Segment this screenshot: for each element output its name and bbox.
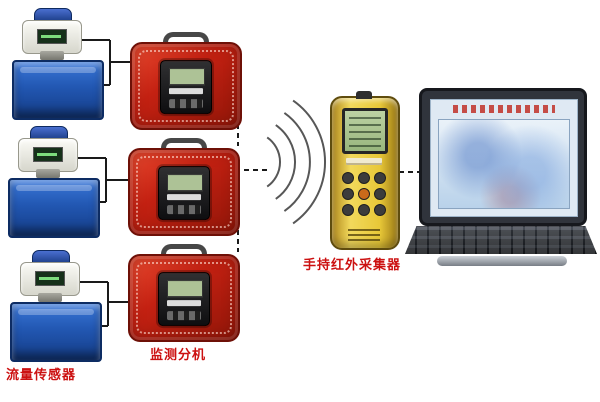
meter-display <box>35 271 65 286</box>
meter-flange <box>38 293 62 302</box>
signal-arc-3 <box>283 112 311 212</box>
monitor-case-3 <box>128 244 240 342</box>
signal-arc-4 <box>292 99 327 225</box>
case-body <box>130 42 242 130</box>
keypad-key <box>342 204 354 216</box>
keypad-key-center <box>358 188 370 200</box>
flow-meter <box>14 126 80 178</box>
laptop-base-stand <box>437 256 567 266</box>
tank <box>10 302 102 362</box>
meter-body <box>22 20 82 54</box>
case-handle <box>163 32 209 49</box>
signal-arc-1 <box>266 136 281 188</box>
meter-flange <box>40 51 64 60</box>
panel-buttons <box>169 99 203 109</box>
keypad-key <box>358 172 370 184</box>
handheld-collector <box>330 91 400 250</box>
meter-display-reading <box>39 277 59 280</box>
meter-flange <box>36 169 60 178</box>
label-monitor-unit: 监测分机 <box>150 348 207 363</box>
panel-display <box>169 68 205 86</box>
panel-display <box>167 280 203 298</box>
case-control-panel <box>160 60 212 115</box>
case-handle <box>161 138 207 155</box>
handheld-speaker-grill <box>348 227 380 241</box>
panel-label <box>167 300 201 307</box>
label-handheld-collector: 手持红外采集器 <box>303 258 402 273</box>
monitor-case-1 <box>130 32 242 130</box>
signal-arc-2 <box>275 124 297 200</box>
flow-sensor-1 <box>12 8 104 120</box>
keypad-key <box>358 204 370 216</box>
meter-display-reading <box>37 153 57 156</box>
case-handle <box>161 244 207 261</box>
flow-meter <box>18 8 84 60</box>
meter-display <box>37 29 67 44</box>
case-rivet-frame <box>136 262 232 334</box>
panel-buttons <box>167 311 201 321</box>
app-title-text <box>453 105 555 113</box>
meter-body <box>20 262 80 296</box>
case-control-panel <box>158 272 210 327</box>
flow-sensor-2 <box>8 126 100 238</box>
case-body <box>128 254 240 342</box>
handheld-keypad <box>342 172 386 216</box>
panel-label <box>167 194 201 201</box>
handheld-screen-text <box>349 115 381 147</box>
keypad-key <box>342 188 354 200</box>
handheld-screen <box>342 108 388 154</box>
tank-highlight <box>18 309 94 315</box>
laptop-screen-bezel <box>419 88 587 226</box>
tank <box>12 60 104 120</box>
monitor-case-2 <box>128 138 240 236</box>
keypad-key <box>374 172 386 184</box>
panel-label <box>169 88 203 95</box>
label-flow-sensor: 流量传感器 <box>6 368 77 383</box>
meter-body <box>18 138 78 172</box>
panel-display <box>167 174 203 192</box>
tank-highlight <box>20 67 96 73</box>
tank-highlight <box>16 185 92 191</box>
case-control-panel <box>158 166 210 221</box>
panel-buttons <box>167 205 201 215</box>
keypad-key <box>342 172 354 184</box>
keypad-key <box>374 188 386 200</box>
app-content-area <box>438 119 570 209</box>
meter-display-reading <box>41 35 61 38</box>
handheld-label-strip <box>346 158 382 165</box>
meter-display <box>33 147 63 162</box>
laptop-keyboard <box>405 226 597 254</box>
wireless-signal-icon <box>266 99 327 225</box>
flow-meter <box>16 250 82 302</box>
case-rivet-frame <box>136 156 232 228</box>
case-rivet-frame <box>138 50 234 122</box>
infrared-window <box>356 91 372 99</box>
keypad-key <box>374 204 386 216</box>
laptop <box>405 88 597 268</box>
flow-sensor-3 <box>10 250 102 362</box>
case-body <box>128 148 240 236</box>
laptop-display <box>430 99 578 217</box>
tank <box>8 178 100 238</box>
